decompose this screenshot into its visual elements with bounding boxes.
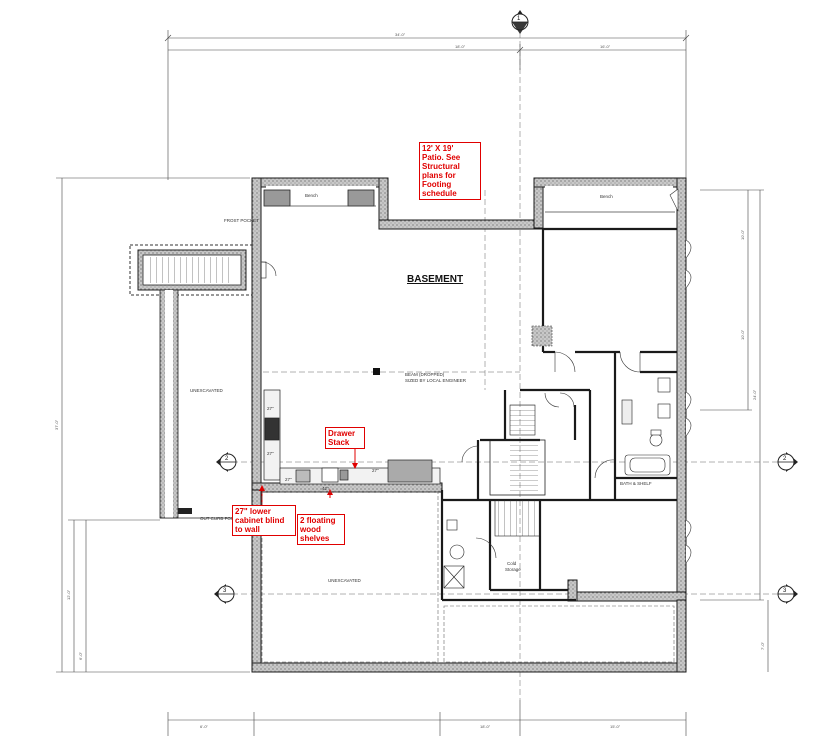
south-unexcavated [261, 491, 675, 663]
section-marker-west: 2 [216, 452, 237, 472]
cabinet-dim-4: 27" [267, 406, 274, 411]
bath-label: BATH & SHELF [620, 481, 652, 486]
cabinet-dim-3: 27" [372, 468, 379, 473]
cabinet-dim-2: 42" [322, 486, 329, 491]
svg-text:18'-0": 18'-0" [480, 724, 491, 729]
lower-cabinet-callout: 27" lower cabinet blind to wall [232, 505, 296, 536]
svg-text:18'-0": 18'-0" [455, 44, 466, 49]
svg-text:24'-0": 24'-0" [752, 389, 757, 400]
bathroom-fixtures [443, 377, 671, 589]
basement-label: BASEMENT [407, 274, 463, 285]
cabinet-dim-5: 27" [267, 451, 274, 456]
kitchen-cabinets [263, 389, 441, 485]
patio-outline [263, 186, 675, 216]
svg-text:1: 1 [517, 16, 521, 22]
svg-text:6'-0": 6'-0" [78, 651, 83, 660]
section-marker-southeast: 3 [777, 584, 798, 604]
beam-note-label: SIZED BY LOCAL ENGINEER [405, 378, 467, 383]
svg-text:7'-0": 7'-0" [760, 641, 765, 650]
foundation-walls [251, 177, 687, 673]
dimension-lines [56, 30, 769, 736]
svg-text:12'-0": 12'-0" [66, 589, 71, 600]
door-swings [261, 261, 641, 559]
svg-text:3: 3 [783, 588, 787, 594]
dimension-text: 34'-0" 18'-0" 16'-0" 37'-0" 12'-0" 6'-0"… [54, 32, 765, 729]
section-marker-southwest: 3 [214, 584, 235, 604]
bench-east-label: Bench [600, 194, 613, 199]
svg-text:3: 3 [223, 588, 227, 594]
beam-label: BEAM (DROPPED) [405, 372, 445, 377]
cabinet-dim-1: 27" [285, 477, 292, 482]
entry-stair [129, 244, 267, 296]
interior-walls [440, 227, 677, 602]
patio-callout: 12' X 19' Patio. See Structural plans fo… [419, 142, 481, 200]
svg-text:15'-0": 15'-0" [610, 724, 621, 729]
svg-text:10'-0": 10'-0" [740, 229, 745, 240]
basement-stair [489, 404, 546, 537]
drawer-stack-callout: Drawer Stack [325, 427, 365, 449]
svg-text:2: 2 [225, 456, 229, 462]
frost-pocket-label: FROST POCKET [224, 218, 259, 223]
svg-text:37'-0": 37'-0" [54, 419, 59, 430]
right-wall-pockets [669, 188, 692, 564]
section-marker-east: 2 [777, 452, 798, 472]
svg-text:10'-0": 10'-0" [740, 329, 745, 340]
cold-storage-label-1: Cold [507, 561, 517, 566]
svg-text:6'-0": 6'-0" [200, 724, 209, 729]
west-unexcavated: OUT CURB FOUR & THK AREA [159, 289, 265, 521]
svg-text:34'-0": 34'-0" [395, 32, 406, 37]
section-cut-lines [232, 32, 780, 700]
floating-shelves-callout: 2 floating wood shelves [297, 514, 345, 545]
cold-storage-label-2: Storage [505, 567, 521, 572]
unexcavated-west-label: UNEXCAVATED [190, 388, 224, 393]
beam-post [373, 368, 380, 375]
svg-text:2: 2 [783, 456, 787, 462]
section-marker-top: 1 [511, 10, 529, 34]
bench-west-label: Bench [305, 193, 318, 198]
unexcavated-south-label: UNEXCAVATED [328, 578, 362, 583]
svg-text:16'-0": 16'-0" [600, 44, 611, 49]
support-column [531, 325, 553, 347]
